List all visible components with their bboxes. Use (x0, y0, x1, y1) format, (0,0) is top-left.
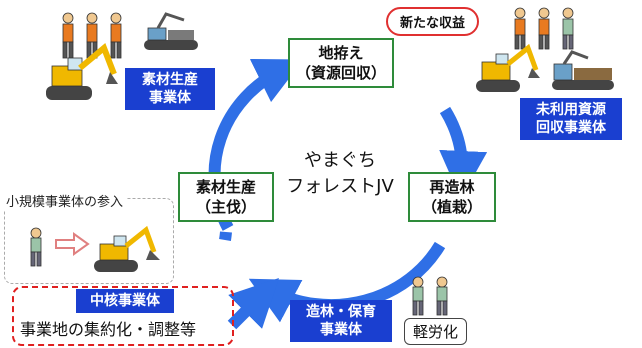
entity-miriyo: 未利用資源 回収事業体 (520, 98, 622, 140)
forestry-worker-icon (412, 276, 448, 316)
center-label-line1: やまぐち (304, 150, 376, 171)
entity-sozai-line2: 事業体 (149, 90, 191, 106)
arrow-right-icon (55, 232, 90, 256)
forwarder-icon (552, 50, 614, 90)
entity-sozai: 素材生産 事業体 (125, 68, 215, 110)
entity-miriyo-line1: 未利用資源 (536, 102, 606, 118)
step-replanting: 再造林 （植栽） (408, 172, 496, 222)
excavator-icon (94, 225, 160, 272)
entity-zorin-line2: 事業体 (320, 322, 362, 338)
core-entity-box (12, 286, 234, 346)
step-harvest-line2: （主伐） (195, 198, 256, 216)
entity-zorin: 造林・保育 事業体 (290, 300, 392, 342)
center-label: やまぐち フォレストJV (280, 148, 400, 200)
labor-saving-label: 軽労化 (404, 318, 468, 345)
entity-zorin-line1: 造林・保育 (306, 304, 376, 320)
forestry-worker-icon (514, 7, 574, 50)
small-entry-label: 小規模事業体の参入 (3, 191, 127, 210)
step-site-prep-line2: （資源回収） (296, 64, 387, 82)
step-replanting-line2: （植栽） (421, 198, 482, 216)
consolidation-label: 事業地の集約化・調整等 (20, 320, 197, 339)
step-harvest: 素材生産 （主伐） (178, 172, 274, 222)
step-site-prep-line1: 地拵え (318, 44, 364, 62)
forestry-worker-icon (30, 227, 42, 267)
center-label-line2: フォレストJV (286, 176, 394, 197)
step-harvest-line1: 素材生産 (195, 178, 256, 196)
excavator-icon (476, 43, 540, 92)
excavator-icon (46, 43, 118, 100)
entity-sozai-line1: 素材生産 (142, 72, 198, 88)
forwarder-icon (144, 12, 198, 50)
entity-miriyo-line2: 回収事業体 (536, 120, 606, 136)
step-site-prep: 地拵え （資源回収） (288, 38, 394, 88)
step-replanting-line1: 再造林 (429, 178, 475, 196)
entity-chukaku: 中核事業体 (76, 289, 174, 313)
new-revenue-label: 新たな収益 (386, 7, 480, 36)
